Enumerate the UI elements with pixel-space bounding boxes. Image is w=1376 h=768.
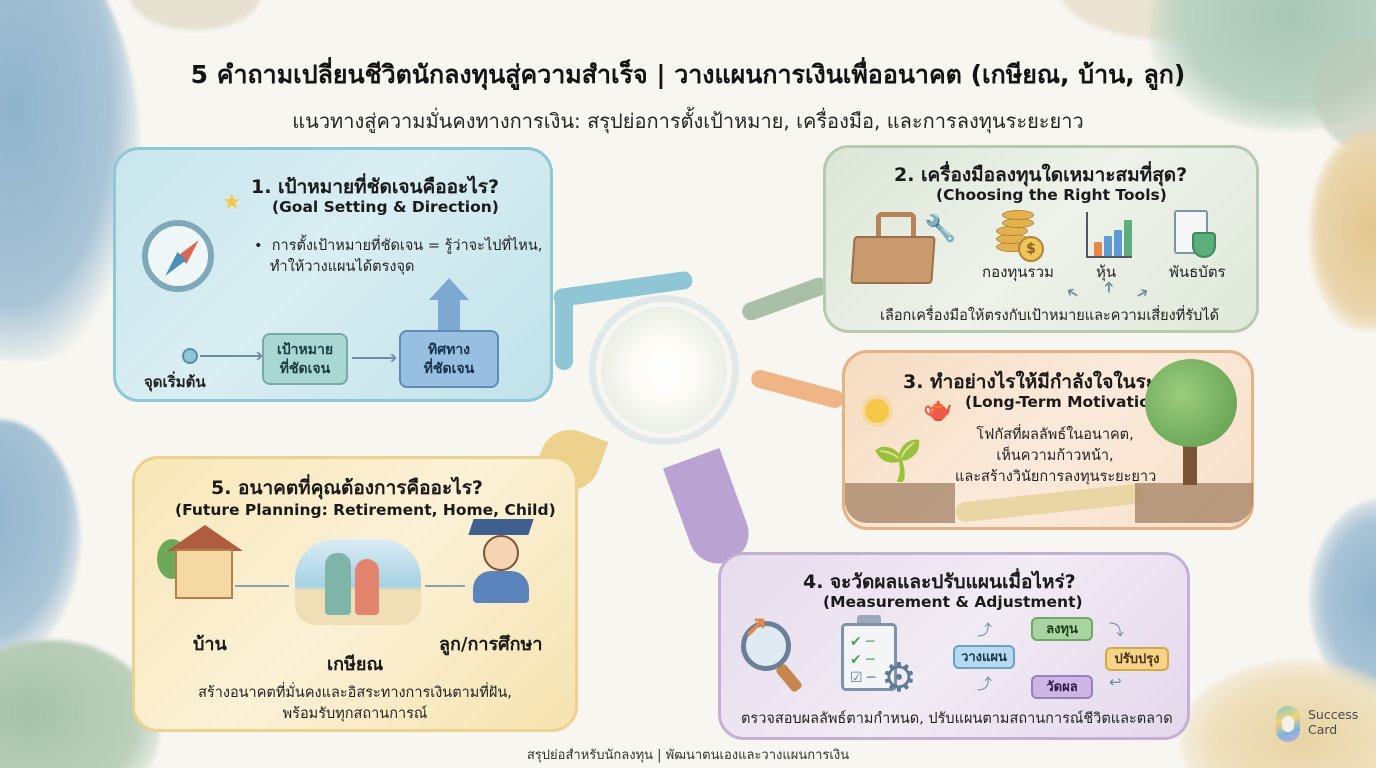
- goal-label-child-education: ลูก/การศึกษา: [439, 634, 543, 655]
- watercolor-blob-top-left-beige: [130, 0, 260, 30]
- start-point-icon: [182, 348, 198, 364]
- star-icon: ★: [222, 190, 242, 215]
- tool-label-mutual-fund: กองทุนรวม: [982, 263, 1054, 281]
- footer-text: สรุปย่อสำหรับนักลงทุน | พัฒนาตนเองและวาง…: [526, 748, 850, 763]
- panel-caption: ตรวจสอบผลลัพธ์ตามกำหนด, ปรับแผนตามสถานกา…: [741, 711, 1173, 727]
- panel-subtitle: (Choosing the Right Tools): [936, 186, 1167, 204]
- tree-trunk: [1183, 439, 1197, 485]
- start-point-label: จุดเริ่มต้น: [144, 373, 206, 391]
- brand-logo: Success Card: [1276, 704, 1372, 744]
- arrow-icon: ➔: [1099, 280, 1118, 294]
- soil-illustration: [845, 483, 955, 523]
- stock-chart-icon: [1086, 212, 1132, 258]
- path-illustration: [954, 483, 1146, 523]
- logo-text: Success Card: [1308, 707, 1359, 737]
- panel-title: 1. เป้าหมายที่ชัดเจนคืออะไร?: [251, 176, 500, 198]
- panel-investment-tools: 2. เครื่องมือลงทุนใดเหมาะสมที่สุด? (Choo…: [823, 145, 1259, 333]
- panel-subtitle: (Goal Setting & Direction): [272, 198, 499, 216]
- page-title: 5 คำถามเปลี่ยนชีวิตนักลงทุนสู่ความสำเร็จ…: [190, 60, 1186, 89]
- tool-label-bonds: พันธบัตร: [1169, 263, 1226, 281]
- panel-title: 5. อนาคตที่คุณต้องการคืออะไร?: [211, 477, 483, 499]
- arrow-icon: ➔: [1132, 282, 1153, 304]
- house-roof: [167, 525, 243, 551]
- panel-future-planning: 5. อนาคตที่คุณต้องการคืออะไร? (Future Pl…: [132, 456, 578, 732]
- cycle-arrow-icon: ⤴: [977, 675, 993, 693]
- shield-check-icon: [1192, 232, 1216, 258]
- cycle-step-invest: ลงทุน: [1031, 617, 1093, 641]
- blossom-tree-icon: [1145, 359, 1237, 447]
- cycle-arrow-icon: ⤴: [977, 621, 993, 639]
- cycle-step-plan: วางแผน: [953, 645, 1015, 669]
- cycle-arrow-icon: ⤵: [1109, 621, 1125, 639]
- graduate-child-icon: [463, 519, 539, 605]
- watercolor-blob-right-gold: [1310, 130, 1376, 330]
- panel-goal-setting: 1. เป้าหมายที่ชัดเจนคืออะไร? (Goal Setti…: [113, 147, 553, 402]
- retired-couple-beach-icon: [295, 539, 421, 625]
- cycle-step-improve: ปรับปรุง: [1105, 647, 1169, 671]
- logo-s-icon: [1276, 706, 1300, 742]
- panel-caption: สร้างอนาคตที่มั่นคงและอิสระทางการเงินตาม…: [198, 685, 512, 722]
- flow-box-clear-goal: เป้าหมาย ที่ชัดเจน: [262, 333, 348, 385]
- watering-can-icon: 🫖: [923, 395, 953, 423]
- page-subtitle: แนวทางสู่ความมั่นคงทางการเงิน: สรุปย่อกา…: [292, 109, 1084, 133]
- connector-line: [425, 585, 465, 587]
- house-icon: [175, 549, 233, 599]
- panel-subtitle: (Long-Term Motivation): [965, 393, 1168, 411]
- coins-icon: $: [996, 210, 1044, 262]
- goal-label-home: บ้าน: [193, 634, 227, 655]
- panel-text: โฟกัสที่ผลลัพธ์ในอนาคต, เห็นความก้าวหน้า…: [955, 427, 1157, 485]
- panel-title: 4. จะวัดผลและปรับแผนเมื่อไหร่?: [803, 571, 1076, 593]
- panel-subtitle: (Measurement & Adjustment): [823, 593, 1083, 611]
- panel-long-term-motivation: 3. ทำอย่างไรให้มีกำลังใจในระยะยาว? (Long…: [842, 350, 1254, 530]
- magnifier-icon: [741, 621, 791, 671]
- panel-subtitle: (Future Planning: Retirement, Home, Chil…: [175, 501, 556, 519]
- arrow-right-icon: ➔: [250, 346, 264, 365]
- sprout-icon: 🌱: [873, 438, 923, 484]
- flow-line: [200, 355, 260, 357]
- goal-label-retirement: เกษียณ: [327, 654, 384, 675]
- flow-line: [352, 357, 394, 359]
- panel-caption: เลือกเครื่องมือให้ตรงกับเป้าหมายและความเ…: [880, 308, 1219, 324]
- tool-label-stocks: หุ้น: [1096, 263, 1117, 281]
- cycle-arrow-icon: ↩: [1109, 673, 1122, 691]
- flow-box-clear-direction: ทิศทาง ที่ชัดเจน: [399, 330, 499, 388]
- up-arrow-stem: [438, 300, 460, 330]
- arrow-icon: ➔: [1062, 282, 1083, 304]
- bullet-text: • การตั้งเป้าหมายที่ชัดเจน = รู้ว่าจะไปท…: [254, 238, 543, 275]
- panel-title: 2. เครื่องมือลงทุนใดเหมาะสมที่สุด?: [894, 164, 1188, 186]
- arrow-right-icon: ➔: [384, 348, 398, 367]
- compass-icon: [142, 220, 214, 292]
- connector-arm-blue-vertical: [555, 290, 573, 370]
- connector-line: [235, 585, 289, 587]
- header: 5 คำถามเปลี่ยนชีวิตนักลงทุนสู่ความสำเร็จ…: [0, 55, 1376, 137]
- sun-icon: [865, 399, 889, 423]
- connector-arm-green: [739, 275, 831, 323]
- up-arrow-icon: [429, 278, 469, 300]
- watercolor-blob-left-blue: [0, 420, 80, 660]
- connector-arm-orange: [749, 368, 846, 410]
- soil-illustration: [1135, 483, 1253, 523]
- panel-measurement-adjustment: 4. จะวัดผลและปรับแผนเมื่อไหร่? (Measurem…: [718, 552, 1190, 740]
- bullet-dot: •: [254, 238, 272, 254]
- central-hub-circle: [596, 302, 732, 438]
- panel-title: 3. ทำอย่างไรให้มีกำลังใจในระยะยาว?: [903, 371, 1221, 393]
- checklist-clipboard-icon: ✔ ─ ✔ ─ ☑ ─: [841, 623, 897, 691]
- cycle-step-measure: วัดผล: [1031, 675, 1093, 699]
- wrench-icon: 🔧: [924, 214, 957, 244]
- toolbox-handle: [876, 212, 916, 238]
- trend-up-icon: ↗: [743, 611, 769, 646]
- gear-icon: ⚙: [881, 655, 917, 701]
- toolbox-icon: [850, 236, 936, 284]
